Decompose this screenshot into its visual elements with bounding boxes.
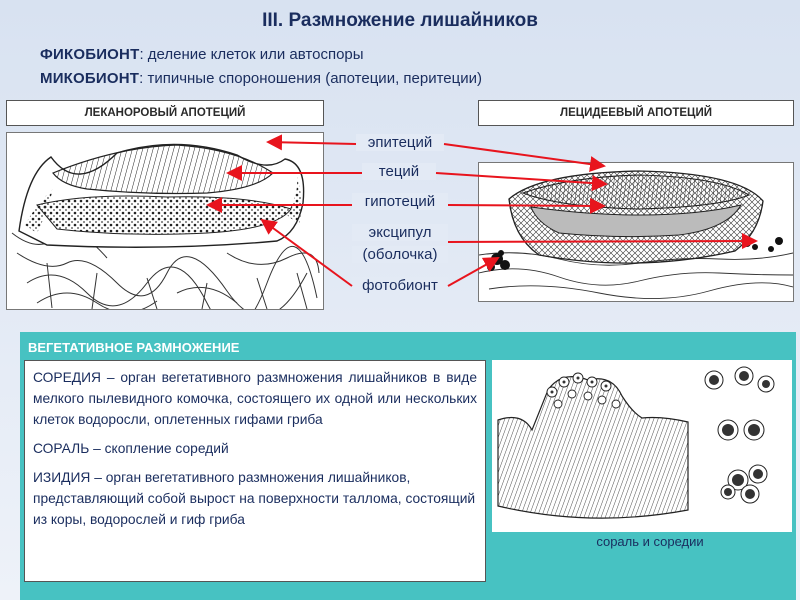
soredia-definition: СОРЕДИЯ – орган вегетативного размножени…: [33, 370, 477, 427]
soralia-definition: СОРАЛЬ – скопление соредий: [33, 441, 229, 456]
phycobiont-line: ФИКОБИОНТ: деление клеток или автоспоры: [40, 46, 364, 63]
phycobiont-text: : деление клеток или автоспоры: [139, 46, 364, 63]
lecanorine-apothecium-header: ЛЕКАНОРОВЫЙ АПОТЕЦИЙ: [6, 100, 324, 126]
excipulum-sublabel: (оболочка): [352, 246, 448, 263]
vegetative-heading: ВЕГЕТАТИВНОЕ РАЗМНОЖЕНИЕ: [28, 340, 240, 355]
soralia-figure-caption: сораль и соредии: [596, 534, 704, 549]
excipulum-label: эксципул: [352, 224, 448, 241]
lecideine-apothecium-figure: [478, 162, 794, 302]
arrow-epithecium-left: [266, 134, 357, 151]
arrow-photobiont-left: [260, 218, 353, 287]
mycobiont-text: : типичные спороношения (апотеции, перит…: [139, 70, 482, 87]
page-title: III. Размножение лишайников: [262, 10, 538, 31]
isidia-definition: ИЗИДИЯ – орган вегетативного размножения…: [33, 470, 476, 527]
mycobiont-line: МИКОБИОНТ: типичные спороношения (апотец…: [40, 70, 482, 87]
arrow-epithecium-right: [443, 143, 606, 173]
arrow-excipulum-right: [447, 233, 758, 250]
hypothecium-label: гипотеций: [352, 193, 448, 210]
epithecium-label: эпитеций: [356, 134, 444, 151]
vegetative-definitions-box: СОРЕДИЯ – орган вегетативного размножени…: [24, 360, 486, 582]
soralia-soredia-figure: [492, 360, 792, 532]
lecideine-apothecium-header: ЛЕЦИДЕЕВЫЙ АПОТЕЦИЙ: [478, 100, 794, 126]
thecium-label: теций: [362, 163, 436, 180]
mycobiont-term: МИКОБИОНТ: [40, 70, 140, 87]
phycobiont-term: ФИКОБИОНТ: [40, 46, 140, 63]
photobiont-label: фотобионт: [352, 277, 448, 294]
arrow-hypothecium-right: [447, 197, 606, 214]
arrow-thecium-right: [435, 172, 608, 192]
arrow-photobiont-right: [447, 257, 500, 287]
